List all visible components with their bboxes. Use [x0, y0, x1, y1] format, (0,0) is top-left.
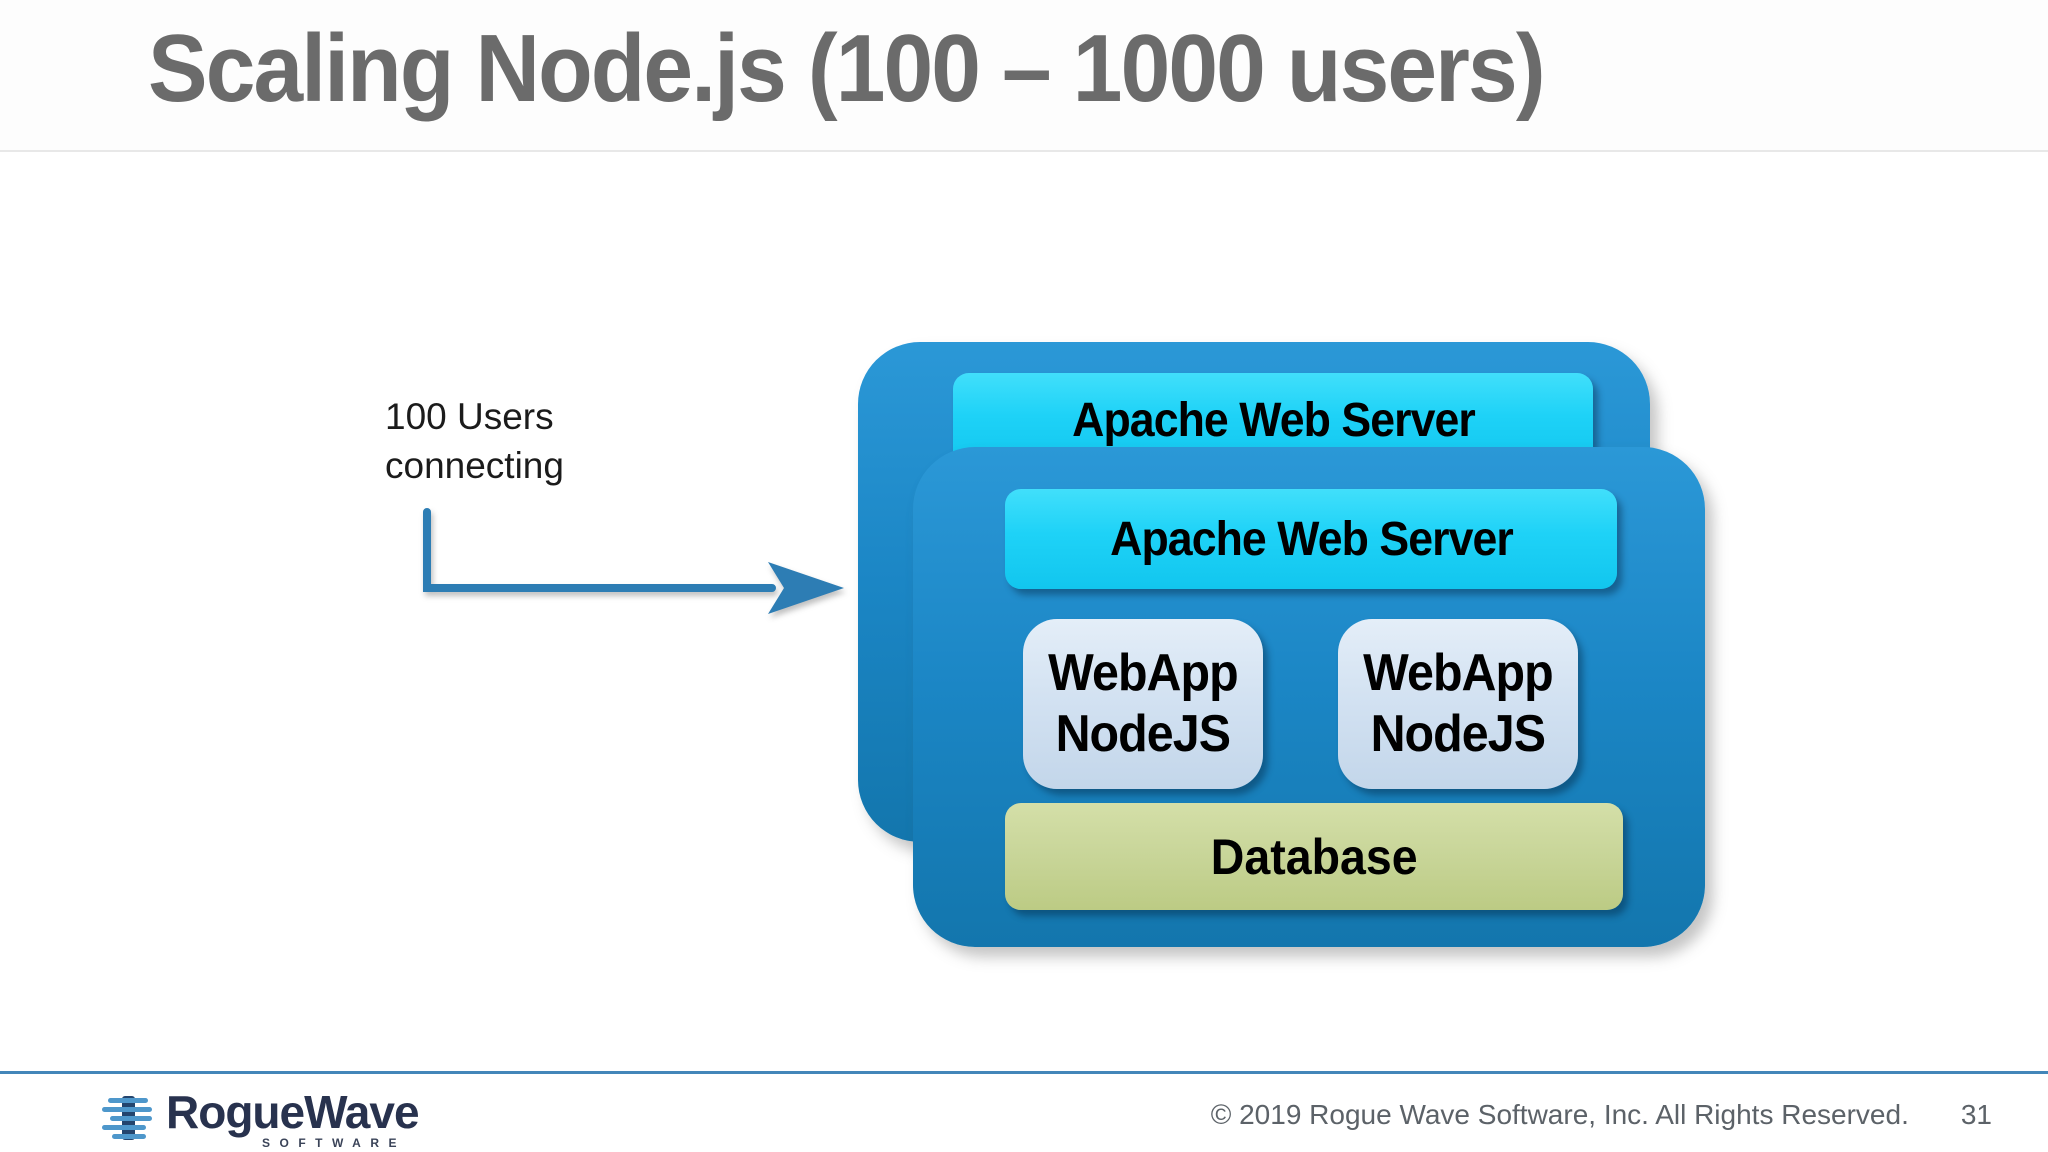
roguewave-logo: RogueWave SOFTWARE [100, 1086, 420, 1150]
footer-right: © 2019 Rogue Wave Software, Inc. All Rig… [1211, 1099, 1992, 1131]
server-card-front: Apache Web Server WebApp NodeJS WebApp N… [913, 447, 1705, 947]
page-title: Scaling Node.js (100 – 1000 users) [148, 15, 1546, 122]
webapp-label-line2: NodeJS [1055, 705, 1231, 763]
title-bar: Scaling Node.js (100 – 1000 users) [0, 0, 2048, 152]
apache-web-server-label-front: Apache Web Server [1109, 512, 1514, 566]
database-label: Database [1210, 828, 1418, 885]
footer-divider [0, 1071, 2048, 1074]
users-connecting-label: 100 Users connecting [385, 393, 564, 491]
webapp-label-line2: NodeJS [1370, 705, 1546, 763]
webapp-label-line1: WebApp [1363, 643, 1554, 702]
roguewave-wave-icon [102, 1096, 152, 1140]
apache-web-server-box-front: Apache Web Server [1005, 489, 1617, 589]
page-number: 31 [1960, 1099, 1992, 1130]
roguewave-logo-text: RogueWave [166, 1086, 420, 1138]
webapp-nodejs-box-2: WebApp NodeJS [1338, 619, 1578, 789]
users-connecting-line2: connecting [385, 444, 564, 486]
webapp-label-line1: WebApp [1048, 643, 1239, 702]
connector-arrow-icon [423, 508, 844, 614]
roguewave-logo-subtext: SOFTWARE [262, 1136, 406, 1150]
database-box: Database [1005, 803, 1623, 910]
copyright-text: © 2019 Rogue Wave Software, Inc. All Rig… [1210, 1099, 1909, 1130]
apache-web-server-label-back: Apache Web Server [1071, 394, 1476, 447]
users-connecting-line1: 100 Users [385, 396, 554, 437]
webapp-nodejs-box-1: WebApp NodeJS [1023, 619, 1263, 789]
